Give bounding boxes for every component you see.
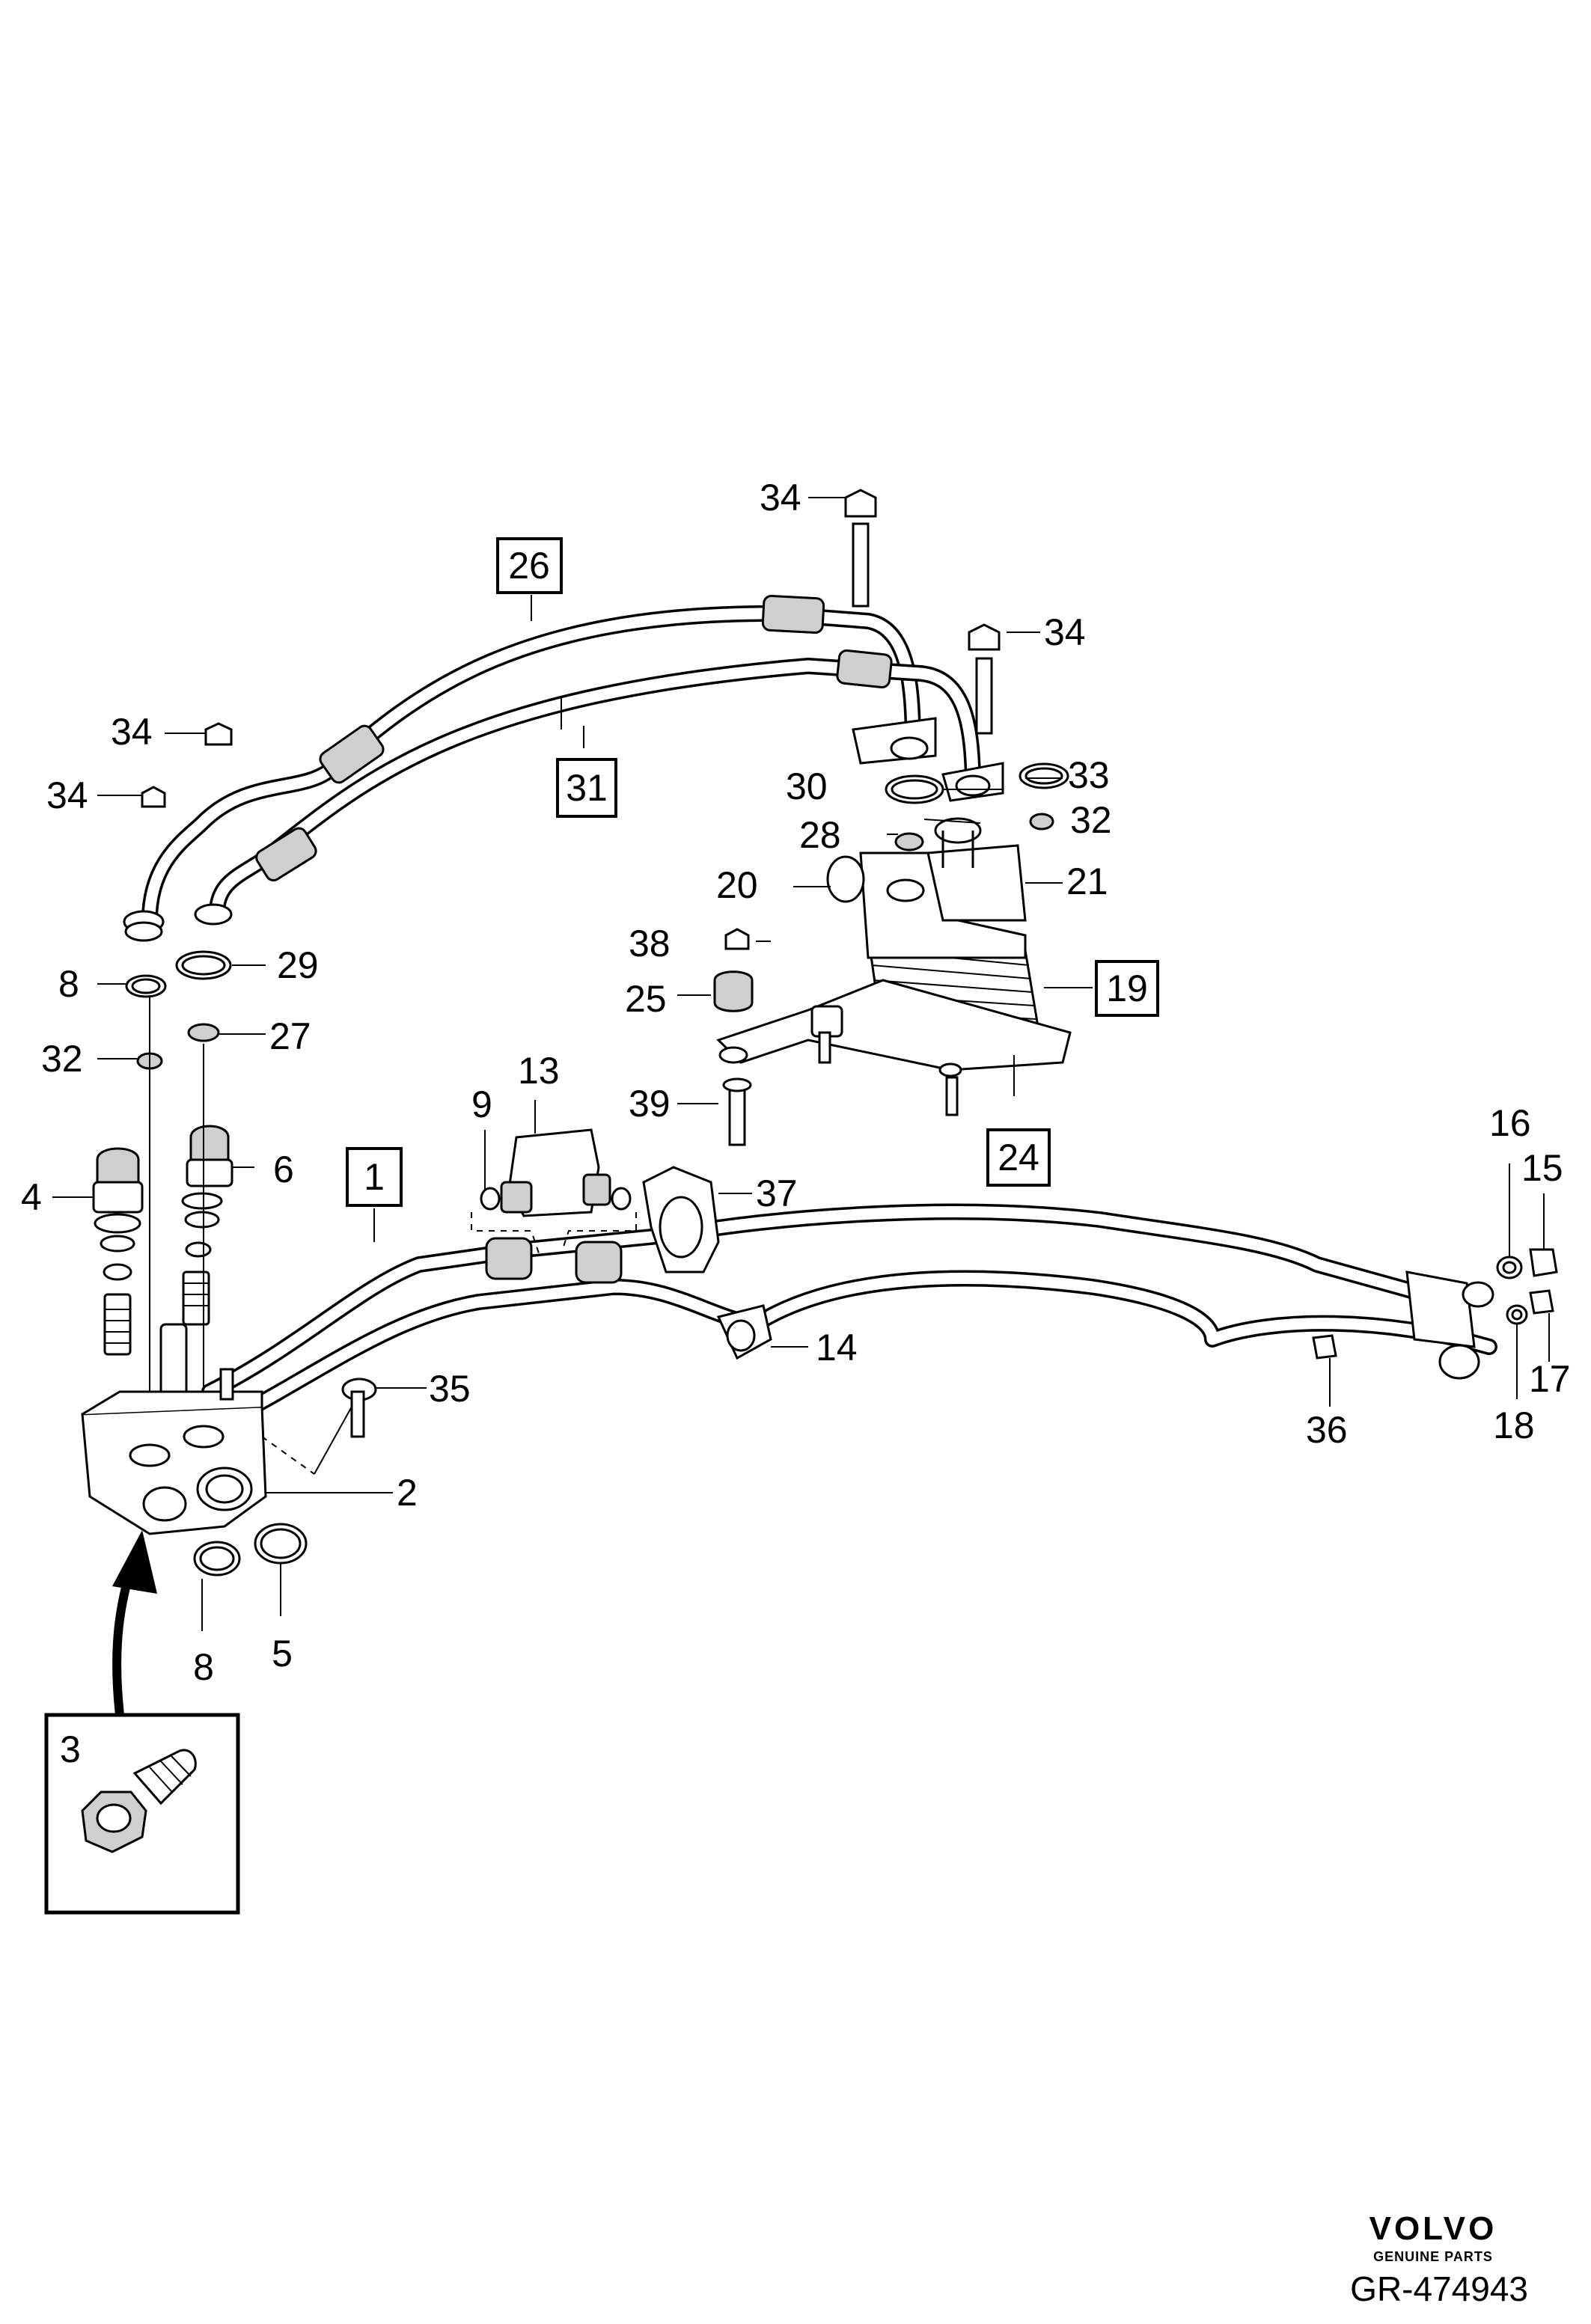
callout-17: 17 — [1529, 1358, 1571, 1400]
manifold-seals — [193, 1523, 308, 1577]
callout-6: 6 — [273, 1149, 294, 1190]
boxed-callout-1: 1 — [346, 1147, 403, 1207]
bracket-37[interactable] — [642, 1166, 720, 1273]
main-lines-1[interactable] — [201, 1203, 1497, 1430]
callout-8: 8 — [193, 1646, 214, 1688]
callout-38: 38 — [629, 923, 671, 964]
right-end-bracket[interactable] — [1405, 1270, 1494, 1380]
manifold-block-2[interactable] — [81, 1368, 267, 1535]
callout-39: 39 — [629, 1083, 671, 1125]
callout-32: 32 — [41, 1038, 83, 1080]
callout-5: 5 — [272, 1633, 293, 1675]
hose-26[interactable] — [141, 605, 921, 929]
boxed-label-31: 31 — [566, 767, 608, 809]
callout-29: 29 — [277, 944, 319, 986]
callout-4: 4 — [21, 1176, 42, 1218]
callout-14: 14 — [816, 1327, 858, 1369]
callout-18: 18 — [1493, 1404, 1535, 1446]
callout-2: 2 — [397, 1472, 418, 1514]
volvo-logo: VOLVO GENUINE PARTS — [1369, 2210, 1497, 2264]
bolt-3-icon — [81, 1749, 197, 1853]
boxed-label-24: 24 — [998, 1137, 1039, 1178]
boxed-callout-19: 19 — [1095, 960, 1159, 1017]
inset-label: 3 — [60, 1728, 81, 1770]
callout-27: 27 — [269, 1015, 311, 1057]
hose-left-flanges — [123, 903, 233, 942]
callout-34: 34 — [760, 477, 801, 519]
clip-14[interactable] — [716, 1304, 772, 1360]
hose-ferrules — [255, 594, 893, 881]
callout-30: 30 — [786, 765, 828, 807]
callout-32: 32 — [1070, 799, 1112, 841]
boxed-callout-24: 24 — [986, 1128, 1051, 1187]
boxed-callout-31: 31 — [556, 758, 617, 818]
boxed-callout-26: 26 — [496, 537, 563, 594]
boxed-label-26: 26 — [508, 545, 550, 587]
callout-28: 28 — [799, 814, 841, 856]
callout-8: 8 — [58, 963, 79, 1005]
hose-31[interactable] — [209, 658, 981, 921]
callout-15: 15 — [1521, 1147, 1563, 1189]
callout-20: 20 — [716, 864, 758, 906]
valve-13[interactable] — [471, 1128, 637, 1254]
fitting-4 — [92, 1147, 144, 1356]
detail-inset-3: 3 — [44, 1713, 240, 1915]
callout-37: 37 — [756, 1172, 798, 1214]
brand-tagline: GENUINE PARTS — [1373, 2249, 1493, 2264]
callout-25: 25 — [625, 978, 667, 1020]
callout-34: 34 — [1044, 611, 1086, 653]
diagram-id: GR-474943 — [1350, 2269, 1528, 2308]
callout-13: 13 — [518, 1050, 560, 1092]
valve-housing-20[interactable] — [826, 855, 925, 903]
callout-34: 34 — [46, 774, 88, 816]
brand-name: VOLVO — [1369, 2210, 1497, 2247]
callout-16: 16 — [1489, 1102, 1531, 1144]
hose-right-flanges — [852, 717, 1004, 802]
mount-parts — [713, 928, 754, 1146]
boxed-label-19: 19 — [1106, 967, 1148, 1009]
bolt-35 — [341, 1377, 377, 1438]
stud-bolts — [141, 489, 1001, 808]
callout-33: 33 — [1068, 754, 1110, 796]
bracket-24[interactable] — [716, 979, 1072, 1116]
callout-35: 35 — [429, 1368, 471, 1410]
leader-lines — [52, 497, 1550, 1631]
callout-34: 34 — [111, 711, 153, 753]
right-end-washers — [1312, 1248, 1558, 1360]
boxed-label-1: 1 — [364, 1156, 385, 1198]
callout-9: 9 — [471, 1083, 492, 1125]
thermostat-valve-21[interactable] — [926, 817, 1027, 922]
line-couplings — [485, 1237, 623, 1284]
callout-21: 21 — [1066, 860, 1108, 902]
pointer-arrow — [112, 1530, 157, 1716]
callout-36: 36 — [1306, 1409, 1348, 1451]
